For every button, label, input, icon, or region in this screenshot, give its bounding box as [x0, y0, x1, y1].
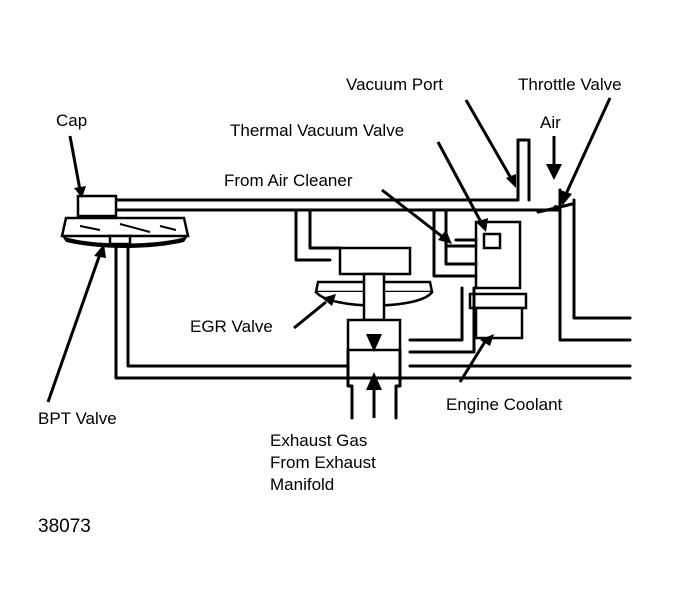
throttle-plate [536, 202, 574, 214]
throttle-body [108, 138, 632, 342]
cap-label: Cap [56, 111, 87, 130]
figure-number: 38073 [38, 516, 91, 537]
egr-signal-hose [294, 208, 342, 262]
bpt-valve-body [60, 194, 190, 248]
air-label: Air [540, 113, 561, 132]
from-air-cleaner-label: From Air Cleaner [224, 171, 353, 190]
air-arrow [546, 136, 562, 180]
thermal-vacuum-valve [408, 208, 528, 354]
exhaust-label-line3: Manifold [270, 475, 334, 494]
bottom-vacuum-hose [114, 238, 632, 380]
vacuum-port-label: Vacuum Port [346, 75, 443, 94]
exhaust-label-line1: Exhaust Gas [270, 431, 367, 450]
egr-valve-body [314, 246, 434, 352]
exhaust-passage [346, 348, 402, 420]
egr-valve-label: EGR Valve [190, 317, 273, 336]
thermal-vacuum-valve-label: Thermal Vacuum Valve [230, 121, 404, 140]
engine-coolant-label: Engine Coolant [446, 395, 563, 414]
exhaust-label-line2: From Exhaust [270, 453, 376, 472]
bpt-valve-label: BPT Valve [38, 409, 117, 428]
leader-lines [46, 97, 612, 403]
throttle-valve-label: Throttle Valve [518, 75, 622, 94]
